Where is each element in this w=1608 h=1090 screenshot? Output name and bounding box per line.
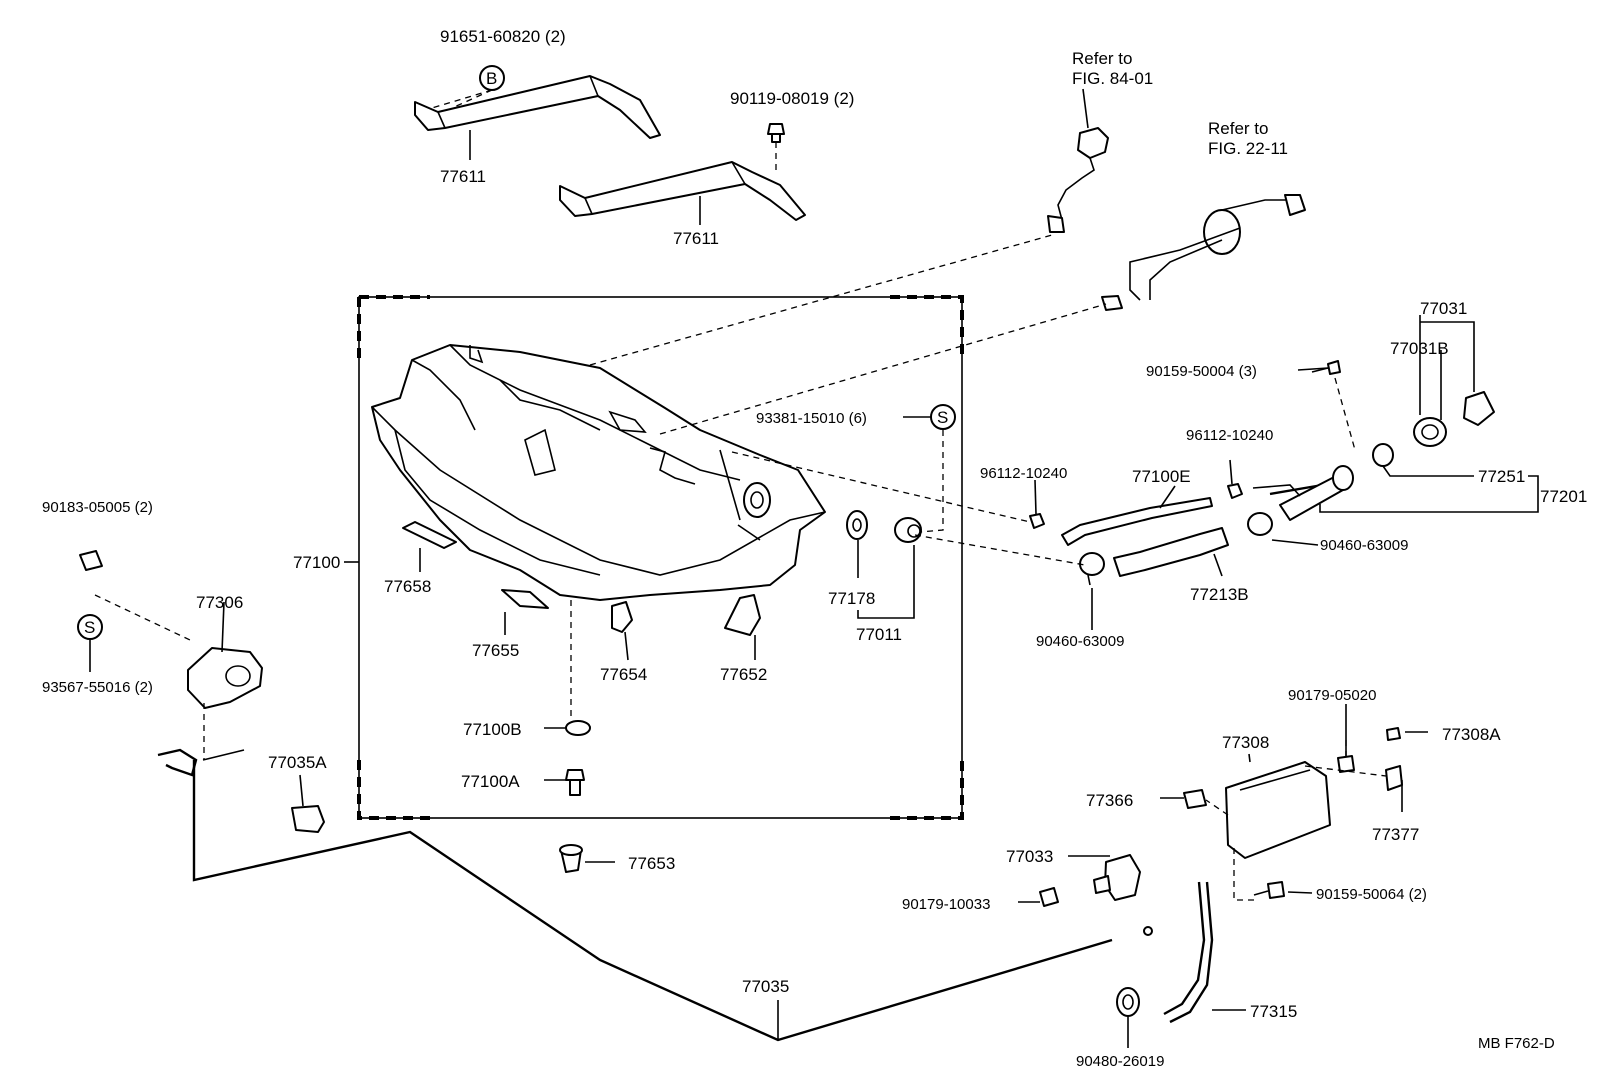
bolt-90159-50064 xyxy=(1253,881,1285,899)
label-77011: 77011 xyxy=(856,625,902,644)
ref-84-01-line2: FIG. 84-01 xyxy=(1072,69,1153,88)
bracket-77306 xyxy=(187,647,263,709)
symbol-b-circle: B xyxy=(431,65,505,109)
fuel-tank xyxy=(371,344,826,601)
label-77658: 77658 xyxy=(384,577,431,596)
symbol-s-left: S xyxy=(84,618,95,637)
label-77035A: 77035A xyxy=(268,753,327,772)
label-90183: 90183-05005 (2) xyxy=(42,499,153,516)
hose-77315 xyxy=(1163,881,1214,1024)
label-77033: 77033 xyxy=(1006,847,1053,866)
label-77611-a: 77611 xyxy=(440,167,486,186)
tank-strap-lower xyxy=(559,161,806,221)
bolt-90119 xyxy=(767,123,785,175)
ref-22-11-line2: FIG. 22-11 xyxy=(1208,139,1288,158)
symbol-s-right: S xyxy=(937,408,948,427)
pad-77654 xyxy=(611,601,633,633)
grommet-77653 xyxy=(559,844,583,873)
nut-90179-10033 xyxy=(1039,887,1059,907)
figure-code: MB F762-D xyxy=(1478,1035,1555,1052)
pad-77655 xyxy=(501,589,549,609)
label-77100: 77100 xyxy=(293,553,340,572)
assembly-dashed-lines xyxy=(94,234,1387,901)
pad-77658 xyxy=(402,521,457,549)
latch-77366 xyxy=(1183,789,1207,809)
label-77178: 77178 xyxy=(828,589,875,608)
clamp-90460-b xyxy=(1247,512,1273,536)
fuel-pump-assembly xyxy=(1101,194,1306,311)
grommet-77178 xyxy=(846,510,868,540)
label-77031B: 77031B xyxy=(1390,339,1449,358)
label-77377: 77377 xyxy=(1372,825,1419,844)
drain-plug-77100A xyxy=(565,769,585,796)
hose-77100E xyxy=(1061,497,1213,546)
pad-77652 xyxy=(724,594,761,636)
label-77308: 77308 xyxy=(1222,733,1269,752)
label-77308A: 77308A xyxy=(1442,725,1501,744)
label-90179-10033: 90179-10033 xyxy=(902,896,990,913)
tank-strap-upper xyxy=(414,75,661,139)
label-77035: 77035 xyxy=(742,977,789,996)
label-90480: 90480-26019 xyxy=(1076,1053,1164,1070)
label-93567: 93567-55016 (2) xyxy=(42,679,153,696)
label-77655: 77655 xyxy=(472,641,519,660)
bumper-77308A xyxy=(1386,727,1401,741)
label-77652: 77652 xyxy=(720,665,767,684)
label-90119: 90119-08019 (2) xyxy=(730,89,854,108)
clip-96112-b xyxy=(1227,483,1243,499)
label-77611-b: 77611 xyxy=(673,229,719,248)
filler-cap-77031B xyxy=(1413,417,1447,447)
tank-assembly-frame xyxy=(344,295,964,820)
label-90179-05020: 90179-05020 xyxy=(1288,687,1376,704)
clamp-90460-a xyxy=(1079,552,1105,586)
label-90460-a: 90460-63009 xyxy=(1036,633,1124,650)
label-77251: 77251 xyxy=(1478,467,1525,486)
cable-77035 xyxy=(157,748,1153,1042)
lever-77035A xyxy=(291,805,325,833)
label-90159-50004: 90159-50004 (3) xyxy=(1146,363,1257,380)
label-77306: 77306 xyxy=(196,593,243,612)
symbol-b: B xyxy=(486,69,497,88)
label-93381: 93381-15010 (6) xyxy=(756,410,867,427)
label-77100E: 77100E xyxy=(1132,467,1191,486)
filler-pipe xyxy=(1252,465,1354,521)
label-77100A: 77100A xyxy=(461,772,520,791)
label-77213B: 77213B xyxy=(1190,585,1249,604)
leader-lines xyxy=(89,88,1539,1048)
gasket-77251 xyxy=(1372,443,1394,467)
opener-77033 xyxy=(1093,854,1141,901)
washer-77100B xyxy=(565,720,591,736)
label-90460-b: 90460-63009 xyxy=(1320,537,1408,554)
label-91651: 91651-60820 (2) xyxy=(440,27,566,46)
label-77201: 77201 xyxy=(1540,487,1587,506)
nut-90183 xyxy=(79,550,103,571)
circled-s-left: S xyxy=(77,614,103,640)
clip-96112-a xyxy=(1029,513,1045,529)
hinge-77377 xyxy=(1385,765,1403,791)
filler-cap-77031 xyxy=(1463,391,1495,426)
screw-90159-50004 xyxy=(1311,360,1356,451)
ref-84-01-line1: Refer to xyxy=(1072,49,1132,68)
label-77031: 77031 xyxy=(1420,299,1467,318)
screw-90179-05020 xyxy=(1337,755,1355,773)
label-77315: 77315 xyxy=(1250,1002,1297,1021)
sender-gauge xyxy=(1047,127,1109,233)
label-90159-50064: 90159-50064 (2) xyxy=(1316,886,1427,903)
label-77366: 77366 xyxy=(1086,791,1133,810)
ref-22-11-line1: Refer to xyxy=(1208,119,1268,138)
label-77654: 77654 xyxy=(600,665,647,684)
label-96112-b: 96112-10240 xyxy=(1186,427,1273,444)
hose-77213B xyxy=(1113,527,1229,577)
label-77653: 77653 xyxy=(628,854,675,873)
grommet-77011 xyxy=(894,517,922,543)
grommet-90480 xyxy=(1116,987,1140,1017)
part-labels: 91651-60820 (2) 90119-08019 (2) 77611 77… xyxy=(42,27,1587,1070)
circled-s-right: S xyxy=(930,404,956,430)
fuel-lid-77308 xyxy=(1225,761,1331,859)
label-77100B: 77100B xyxy=(463,720,522,739)
label-96112-a: 96112-10240 xyxy=(980,465,1067,482)
